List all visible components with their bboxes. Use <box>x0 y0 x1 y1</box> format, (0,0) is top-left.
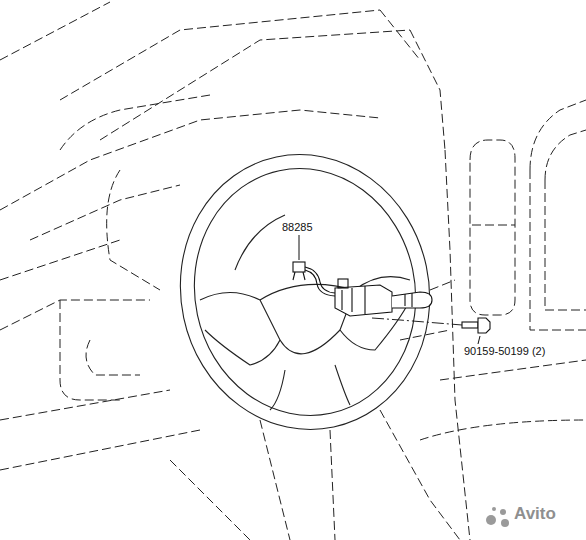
watermark-icon <box>486 507 509 527</box>
watermark: Avito <box>513 505 557 524</box>
part-number: 88285 <box>281 221 314 233</box>
cruise-control-switch <box>293 262 432 316</box>
screw <box>462 318 490 333</box>
steering-wheel <box>155 131 455 453</box>
assembly-axis <box>372 318 462 325</box>
leader-lines <box>299 235 480 344</box>
part-number: 90159-50199 (2) <box>463 345 546 357</box>
